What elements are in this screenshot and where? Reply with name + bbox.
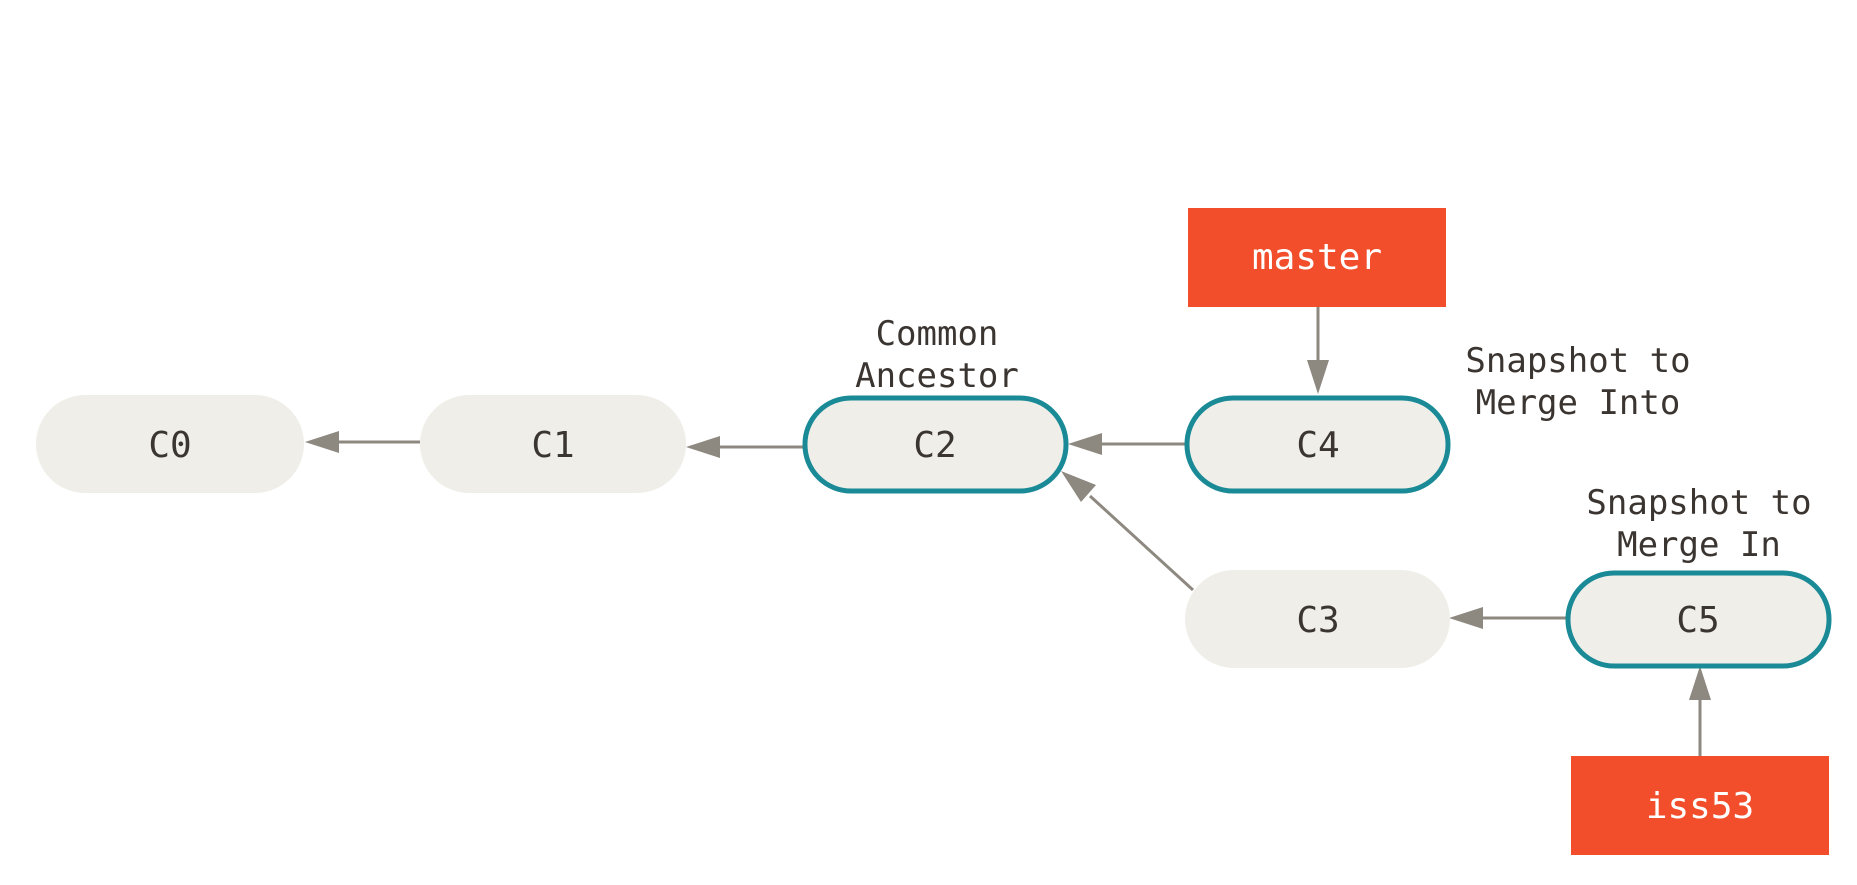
branch-label: master	[1252, 237, 1382, 278]
commit-label: C1	[531, 425, 574, 466]
commit-c2: C2	[802, 395, 1069, 494]
commit-label: C4	[1296, 425, 1339, 466]
commit-c1: C1	[420, 395, 686, 493]
annotation-line: Merge Into	[1476, 383, 1681, 423]
arrowhead-c5	[1689, 666, 1711, 700]
annotation-merge-into: Snapshot to Merge Into	[1465, 341, 1690, 423]
commit-c4: C4	[1184, 395, 1451, 494]
arrowhead-c4	[1307, 360, 1329, 394]
arrowhead-c3	[1449, 607, 1483, 629]
commit-label: C0	[148, 425, 191, 466]
commit-c0: C0	[36, 395, 304, 493]
annotation-line: Ancestor	[855, 356, 1019, 396]
arrowhead-c2-diagonal	[1061, 471, 1096, 502]
commit-label: C5	[1676, 600, 1719, 641]
arrowhead-c0	[305, 431, 339, 453]
annotation-merge-in: Snapshot to Merge In	[1586, 483, 1811, 565]
commit-label: C2	[913, 425, 956, 466]
branch-iss53: iss53	[1571, 756, 1829, 855]
commit-c5: C5	[1565, 570, 1832, 669]
arrows	[305, 306, 1711, 756]
branch-label: iss53	[1646, 786, 1754, 827]
annotation-line: Merge In	[1617, 525, 1781, 565]
arrowhead-c2	[1068, 433, 1102, 455]
annotation-line: Snapshot to	[1465, 341, 1690, 381]
commit-label: C3	[1296, 600, 1339, 641]
arrow-c3-to-c2	[1088, 494, 1195, 592]
commit-c3: C3	[1185, 570, 1450, 668]
annotation-line: Snapshot to	[1586, 483, 1811, 523]
branch-master: master	[1188, 208, 1446, 307]
arrowhead-c1	[686, 436, 720, 458]
annotation-common-ancestor: Common Ancestor	[855, 314, 1019, 396]
annotation-line: Common	[876, 314, 999, 354]
